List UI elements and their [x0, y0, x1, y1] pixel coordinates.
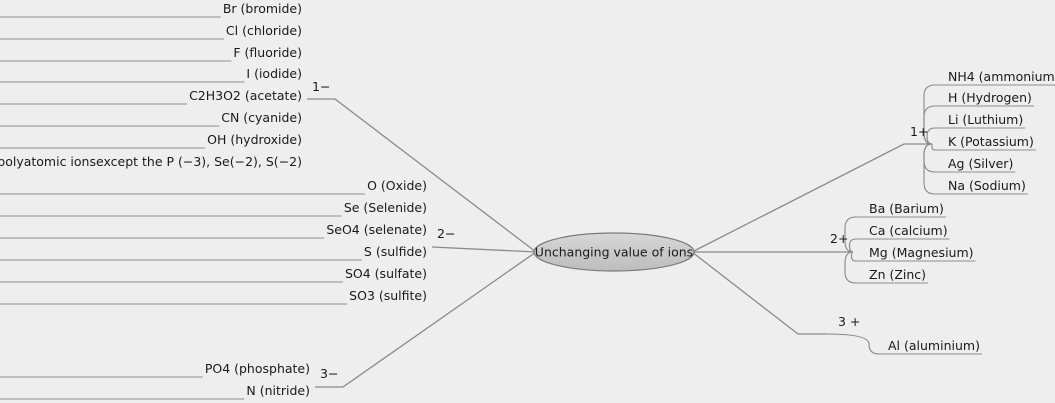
leaf-label: PO4 (phosphate)	[205, 361, 310, 376]
leaf-label: I (iodide)	[246, 66, 302, 81]
leaf-node[interactable]: All polyatomic ionsexcept the P (−3), Se…	[0, 154, 302, 170]
leaf-node[interactable]: F (fluoride)	[0, 45, 302, 62]
leaf-label: Zn (Zinc)	[869, 267, 926, 282]
branch-trunk-plus-1	[691, 143, 932, 253]
center-node[interactable]: Unchanging value of ions	[533, 232, 695, 272]
leaf-node[interactable]: SO3 (sulfite)	[0, 288, 427, 305]
leaf-label: OH (hydroxide)	[207, 132, 302, 147]
center-node-label: Unchanging value of ions	[535, 245, 693, 260]
leaf-node[interactable]: Na (Sodium)	[923, 143, 1028, 195]
leaf-node[interactable]: Zn (Zinc)	[844, 251, 929, 284]
leaf-connector	[923, 143, 936, 195]
leaf-node[interactable]: I (iodide)	[0, 66, 302, 83]
leaf-label: All polyatomic ionsexcept the P (−3), Se…	[0, 154, 302, 169]
leaf-label: Ca (calcium)	[869, 223, 948, 238]
branch-labels: 1− 2− 3− 1+ 2+ 3 +	[312, 79, 928, 381]
leaf-node[interactable]: Br (bromide)	[0, 1, 302, 18]
leaf-node[interactable]: K (Potassium)	[931, 134, 1036, 151]
leaf-node[interactable]: Se (Selenide)	[0, 200, 427, 217]
leaf-label: C2H3O2 (acetate)	[189, 88, 302, 103]
leaf-node[interactable]: Cl (chloride)	[0, 23, 302, 40]
leaf-node[interactable]: C2H3O2 (acetate)	[0, 88, 302, 105]
leaf-node[interactable]: S (sulfide)	[0, 244, 427, 261]
leaf-connector	[931, 144, 936, 151]
leaf-connector	[844, 251, 857, 284]
leaf-node[interactable]: Li (Luthium)	[926, 112, 1026, 145]
leaf-node[interactable]: SeO4 (selenate)	[0, 222, 427, 239]
branch-trunk-minus-3	[315, 251, 537, 388]
branch-trunk-minus-2	[431, 246, 537, 253]
leaf-label: SO4 (sulfate)	[345, 266, 427, 281]
leaf-label: SeO4 (selenate)	[326, 222, 427, 237]
leaf-label: Na (Sodium)	[948, 178, 1026, 193]
branch-label-plus-3[interactable]: 3 +	[838, 314, 860, 329]
leaf-label: CN (cyanide)	[221, 110, 302, 125]
leaf-label: NH4 (ammonium)	[948, 69, 1055, 84]
leaf-connector	[825, 333, 880, 355]
branch-label-minus-2[interactable]: 2−	[437, 226, 455, 241]
leaf-node[interactable]: Ba (Barium)	[844, 201, 946, 253]
leaf-node[interactable]: N (nitride)	[0, 383, 310, 400]
leaf-node[interactable]: O (Oxide)	[0, 178, 427, 195]
leaf-node[interactable]: SO4 (sulfate)	[0, 266, 427, 283]
leaf-connector	[850, 251, 857, 262]
branch-trunk-minus-1	[307, 98, 537, 253]
branch-label-plus-1[interactable]: 1+	[910, 124, 928, 139]
leaf-connector	[926, 127, 936, 145]
leaf-label: N (nitride)	[246, 383, 310, 398]
leaf-node[interactable]: PO4 (phosphate)	[0, 361, 310, 378]
center-node-ellipse[interactable]	[533, 232, 695, 272]
leaf-label: Mg (Magnesium)	[869, 245, 974, 260]
leaf-node[interactable]: H (Hydrogen)	[923, 90, 1034, 145]
leaf-label: SO3 (sulfite)	[349, 288, 427, 303]
leaf-label: O (Oxide)	[367, 178, 427, 193]
leaf-node[interactable]: Mg (Magnesium)	[850, 245, 976, 262]
leaf-label: Cl (chloride)	[226, 23, 302, 38]
branch-connectors	[307, 98, 932, 388]
leaf-connector	[923, 105, 936, 145]
leaf-node[interactable]: OH (hydroxide)	[0, 132, 302, 149]
branch-trunk-plus-3	[691, 251, 826, 335]
branch-label-plus-2[interactable]: 2+	[830, 231, 848, 246]
leaf-label: Br (bromide)	[223, 1, 302, 16]
leaf-node[interactable]: Ca (calcium)	[848, 223, 950, 253]
leaf-node[interactable]: CN (cyanide)	[0, 110, 302, 127]
leaf-label: Se (Selenide)	[344, 200, 427, 215]
leaf-connector	[848, 238, 857, 253]
leaf-label: Ag (Silver)	[948, 156, 1013, 171]
leaf-label: F (fluoride)	[233, 45, 302, 60]
leaf-label: Li (Luthium)	[948, 112, 1023, 127]
leaf-label: K (Potassium)	[948, 134, 1034, 149]
branch-label-minus-3[interactable]: 3−	[320, 366, 338, 381]
leaf-label: Ba (Barium)	[869, 201, 944, 216]
leaf-node[interactable]: Al (aluminium)	[825, 333, 982, 355]
leaf-connector	[844, 216, 857, 253]
leaf-label: H (Hydrogen)	[948, 90, 1032, 105]
leaf-label: S (sulfide)	[364, 244, 427, 259]
branch-label-minus-1[interactable]: 1−	[312, 79, 330, 94]
leaf-label: Al (aluminium)	[888, 338, 980, 353]
